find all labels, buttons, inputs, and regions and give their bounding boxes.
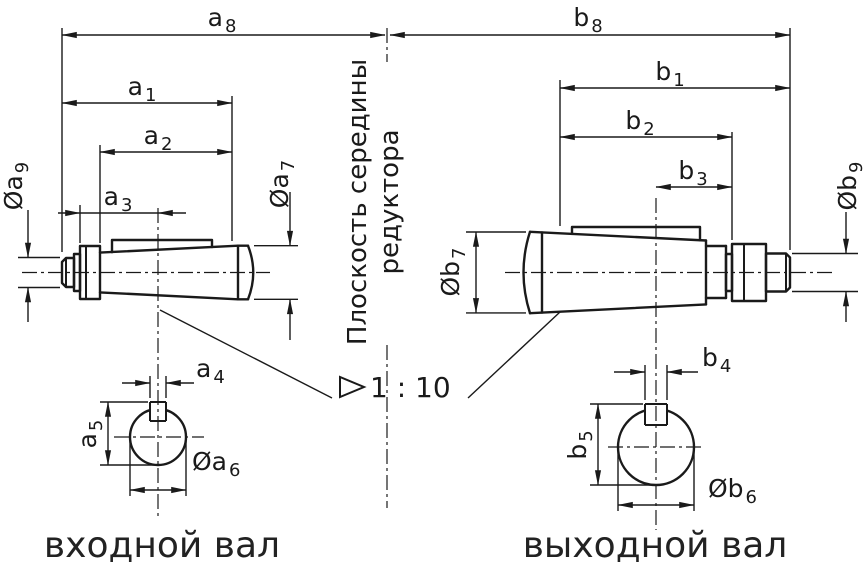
input-shaft-break-line xyxy=(246,244,255,301)
dim-b9: Øb9 xyxy=(833,162,867,322)
input-shaft-nut xyxy=(78,244,102,301)
taper-callout: 1 : 10 xyxy=(159,309,561,404)
plane-label-line2: редуктора xyxy=(375,129,405,274)
taper-leader-left xyxy=(159,309,333,399)
dim-b7: Øb7 xyxy=(436,231,480,314)
taper-symbol-icon xyxy=(339,375,367,399)
dim-label-a9: Øa9 xyxy=(0,162,33,210)
output-shaft-caption: выходной вал xyxy=(523,525,788,566)
captions: входной вал выходной вал xyxy=(44,525,787,566)
taper-leader-right xyxy=(467,311,561,399)
taper-ratio-label: 1 : 10 xyxy=(370,371,451,404)
input-shaft-drawing xyxy=(22,238,270,301)
input-shaft-taper xyxy=(98,244,255,301)
dim-label-a5: a5 xyxy=(73,420,107,449)
dim-a5: a5 xyxy=(73,401,156,466)
dim-a7: Øa7 xyxy=(265,160,299,340)
input-shaft-key xyxy=(110,238,214,254)
output-shaft-key xyxy=(570,225,702,242)
output-shaft-break-line xyxy=(522,230,532,315)
plane-label-line1: Плоскость середины xyxy=(343,59,373,345)
dim-label-b9: Øb9 xyxy=(833,162,867,211)
dim-label-a7: Øa7 xyxy=(265,160,299,208)
output-shaft-thread xyxy=(764,252,792,293)
input-shaft-caption: входной вал xyxy=(44,525,280,566)
dim-label-b5: b5 xyxy=(563,430,597,459)
dim-label-b7: Øb7 xyxy=(436,248,470,297)
dim-b5: b5 xyxy=(563,403,654,486)
extension-lines-input xyxy=(18,28,298,300)
dim-a9: Øa9 xyxy=(0,162,33,322)
gearbox-center-plane: Плоскость середины редуктора xyxy=(343,28,405,508)
section-centerlines xyxy=(114,198,704,530)
output-shaft-drawing xyxy=(505,225,832,315)
